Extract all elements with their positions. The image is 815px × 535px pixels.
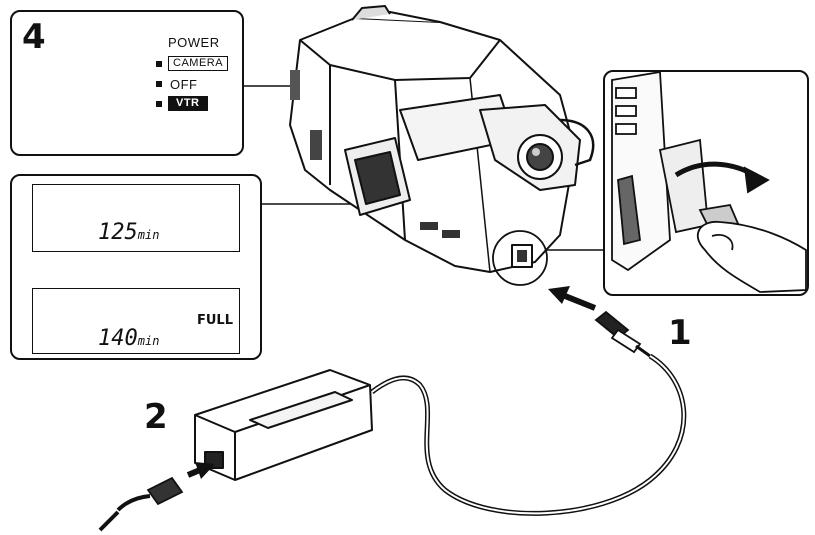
power-label: POWER <box>168 35 220 50</box>
step-number-2: 2 <box>144 397 168 437</box>
dc-plug <box>594 310 651 358</box>
lcd-before <box>32 184 240 252</box>
remaining-time-after: 140min <box>98 328 159 350</box>
lcd-after <box>32 288 240 354</box>
remaining-time-before: 125min <box>98 222 159 244</box>
remaining-time-before-value: 125 <box>98 220 138 245</box>
jack-highlight-circle <box>492 230 548 286</box>
off-position-marker <box>156 81 162 87</box>
jack-cover-inset-art <box>611 70 807 293</box>
vtr-position-marker <box>156 101 162 107</box>
camera-position-label: CAMERA <box>168 56 229 71</box>
ac-adapter <box>194 369 373 481</box>
step-number-1: 1 <box>668 313 692 353</box>
camera-position-marker <box>156 61 162 67</box>
insert-arrow-adapter <box>186 462 215 479</box>
power-switch-panel <box>10 10 244 156</box>
remaining-time-after-value: 140 <box>98 326 138 351</box>
camcorder <box>289 5 595 273</box>
full-charge-badge: FULL <box>197 313 234 328</box>
vtr-position-label: VTR <box>168 96 208 111</box>
remaining-time-after-unit: min <box>137 334 160 348</box>
off-position-label: OFF <box>170 77 198 92</box>
remaining-time-before-unit: min <box>137 228 160 242</box>
power-cord-plug <box>98 476 184 532</box>
insert-arrow-camera <box>548 286 597 311</box>
step-number-4: 4 <box>22 17 46 57</box>
jack-cover-panel <box>603 70 809 296</box>
